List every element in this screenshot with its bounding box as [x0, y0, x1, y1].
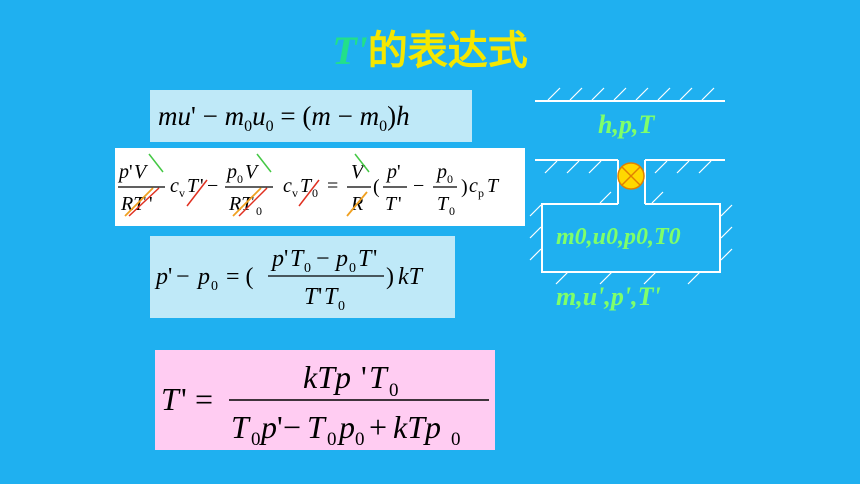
svg-text:T: T: [487, 175, 500, 197]
svg-text:0: 0: [355, 429, 365, 450]
svg-text:V: V: [351, 161, 366, 183]
valve-icon: [617, 162, 645, 190]
svg-text:': ': [129, 161, 133, 183]
svg-text:p: p: [334, 246, 348, 272]
svg-text:−: −: [207, 175, 218, 197]
equation-1-graphic: mu' − m0u0 = (m − m0)h: [158, 101, 410, 135]
svg-text:v: v: [179, 186, 185, 200]
svg-text:RT: RT: [120, 193, 146, 215]
svg-text:T: T: [304, 284, 319, 310]
tank-initial-state-label: m0,u0,p0,T0: [556, 224, 681, 250]
svg-text:kTp: kTp: [303, 359, 351, 395]
svg-text:−: −: [176, 264, 190, 290]
title-text: 的表达式: [367, 28, 528, 74]
svg-text:kT: kT: [398, 264, 424, 290]
svg-text:0: 0: [451, 429, 461, 450]
middle-wall-hatch: [544, 160, 712, 174]
svg-text:0: 0: [447, 172, 453, 186]
svg-text:': ': [373, 246, 377, 272]
svg-text:(: (: [373, 176, 380, 198]
svg-text:': ': [318, 284, 322, 310]
svg-text:p: p: [478, 186, 484, 200]
svg-text:kTp: kTp: [393, 409, 441, 445]
svg-text:p: p: [435, 161, 447, 183]
svg-text:c: c: [283, 175, 292, 197]
svg-text:T: T: [369, 359, 389, 395]
svg-text:0: 0: [211, 279, 218, 294]
svg-text:mu' − m0u0 = (m − m0)h: mu' − m0u0 = (m − m0)h: [158, 101, 410, 135]
svg-text:': ': [149, 193, 153, 215]
svg-text:': ': [181, 381, 187, 417]
svg-text:0: 0: [251, 429, 261, 450]
svg-text:=: =: [327, 175, 338, 197]
svg-text:T: T: [187, 175, 200, 197]
svg-text:p: p: [154, 264, 168, 290]
svg-text:0: 0: [312, 186, 318, 200]
svg-text:': ': [284, 246, 288, 272]
svg-text:0: 0: [338, 299, 345, 314]
page-title: T'的表达式: [0, 18, 860, 76]
svg-text:−: −: [316, 246, 330, 272]
svg-text:T: T: [161, 381, 181, 417]
svg-text:0: 0: [349, 261, 356, 276]
svg-text:−: −: [413, 175, 424, 197]
svg-text:T: T: [385, 193, 398, 215]
svg-text:T: T: [324, 284, 339, 310]
svg-text:T: T: [437, 193, 450, 215]
svg-text:c: c: [170, 175, 179, 197]
upper-state-label: h,p,T: [598, 110, 655, 139]
svg-text:=: =: [195, 381, 213, 417]
svg-text:0: 0: [237, 172, 243, 186]
svg-text:): ): [386, 264, 394, 290]
svg-text:0: 0: [256, 204, 262, 218]
svg-text:': ': [168, 264, 172, 290]
tank-final-state-label: m,u',p',T': [556, 282, 661, 311]
svg-text:p: p: [117, 161, 129, 183]
svg-text:T: T: [307, 409, 327, 445]
svg-text:): ): [461, 176, 468, 198]
svg-text:p: p: [196, 264, 210, 290]
svg-text:0: 0: [304, 261, 311, 276]
svg-text:p: p: [225, 161, 237, 183]
svg-text:': ': [277, 409, 283, 445]
svg-text:c: c: [469, 175, 478, 197]
svg-text:p: p: [337, 409, 355, 445]
svg-text:': ': [397, 161, 401, 183]
svg-text:= (: = (: [226, 264, 254, 290]
title-variable: T': [332, 28, 368, 73]
svg-text:p: p: [259, 409, 277, 445]
svg-text:V: V: [134, 161, 149, 183]
svg-text:T: T: [358, 246, 373, 272]
top-wall-hatch: [547, 87, 715, 101]
svg-text:+: +: [369, 409, 387, 445]
svg-text:−: −: [283, 409, 301, 445]
svg-text:T: T: [231, 409, 251, 445]
equation-energy-balance: mu' − m0u0 = (m − m0)h: [150, 90, 472, 142]
svg-text:p: p: [385, 161, 397, 183]
svg-text:RT: RT: [228, 193, 254, 215]
svg-text:V: V: [245, 161, 260, 183]
svg-text:0: 0: [449, 204, 455, 218]
svg-text:': ': [398, 193, 402, 215]
svg-text:v: v: [292, 186, 298, 200]
svg-text:': ': [361, 359, 367, 395]
svg-text:0: 0: [389, 380, 399, 401]
svg-text:0: 0: [327, 429, 337, 450]
svg-text:T: T: [290, 246, 305, 272]
svg-text:p: p: [270, 246, 284, 272]
